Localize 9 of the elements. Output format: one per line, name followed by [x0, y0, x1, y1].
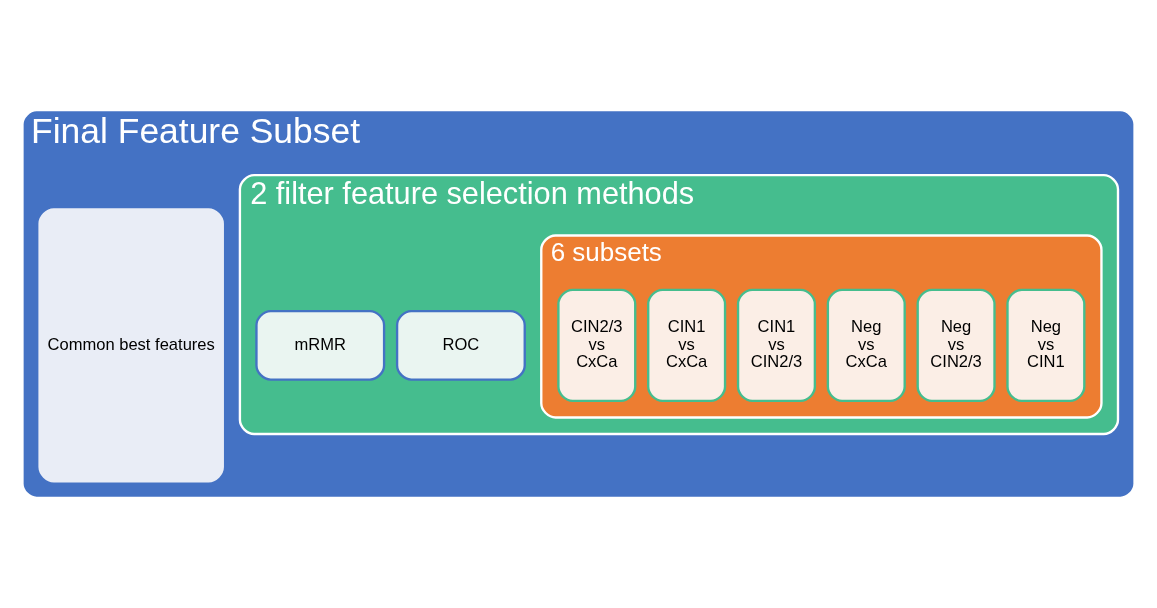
node-box: Common best features — [38, 208, 224, 483]
node-box: Neg vs CIN1 — [1006, 288, 1086, 403]
node-box: Neg vs CxCa — [826, 288, 906, 403]
node-box: CIN1 vs CIN2/3 — [736, 288, 817, 403]
node-box: Neg vs CIN2/3 — [916, 288, 996, 403]
node-box: CIN1 vs CxCa — [647, 288, 727, 403]
node-box: mRMR — [255, 309, 386, 381]
node-box: CIN2/3 vs CxCa — [557, 288, 637, 403]
node-box: ROC — [395, 309, 526, 381]
